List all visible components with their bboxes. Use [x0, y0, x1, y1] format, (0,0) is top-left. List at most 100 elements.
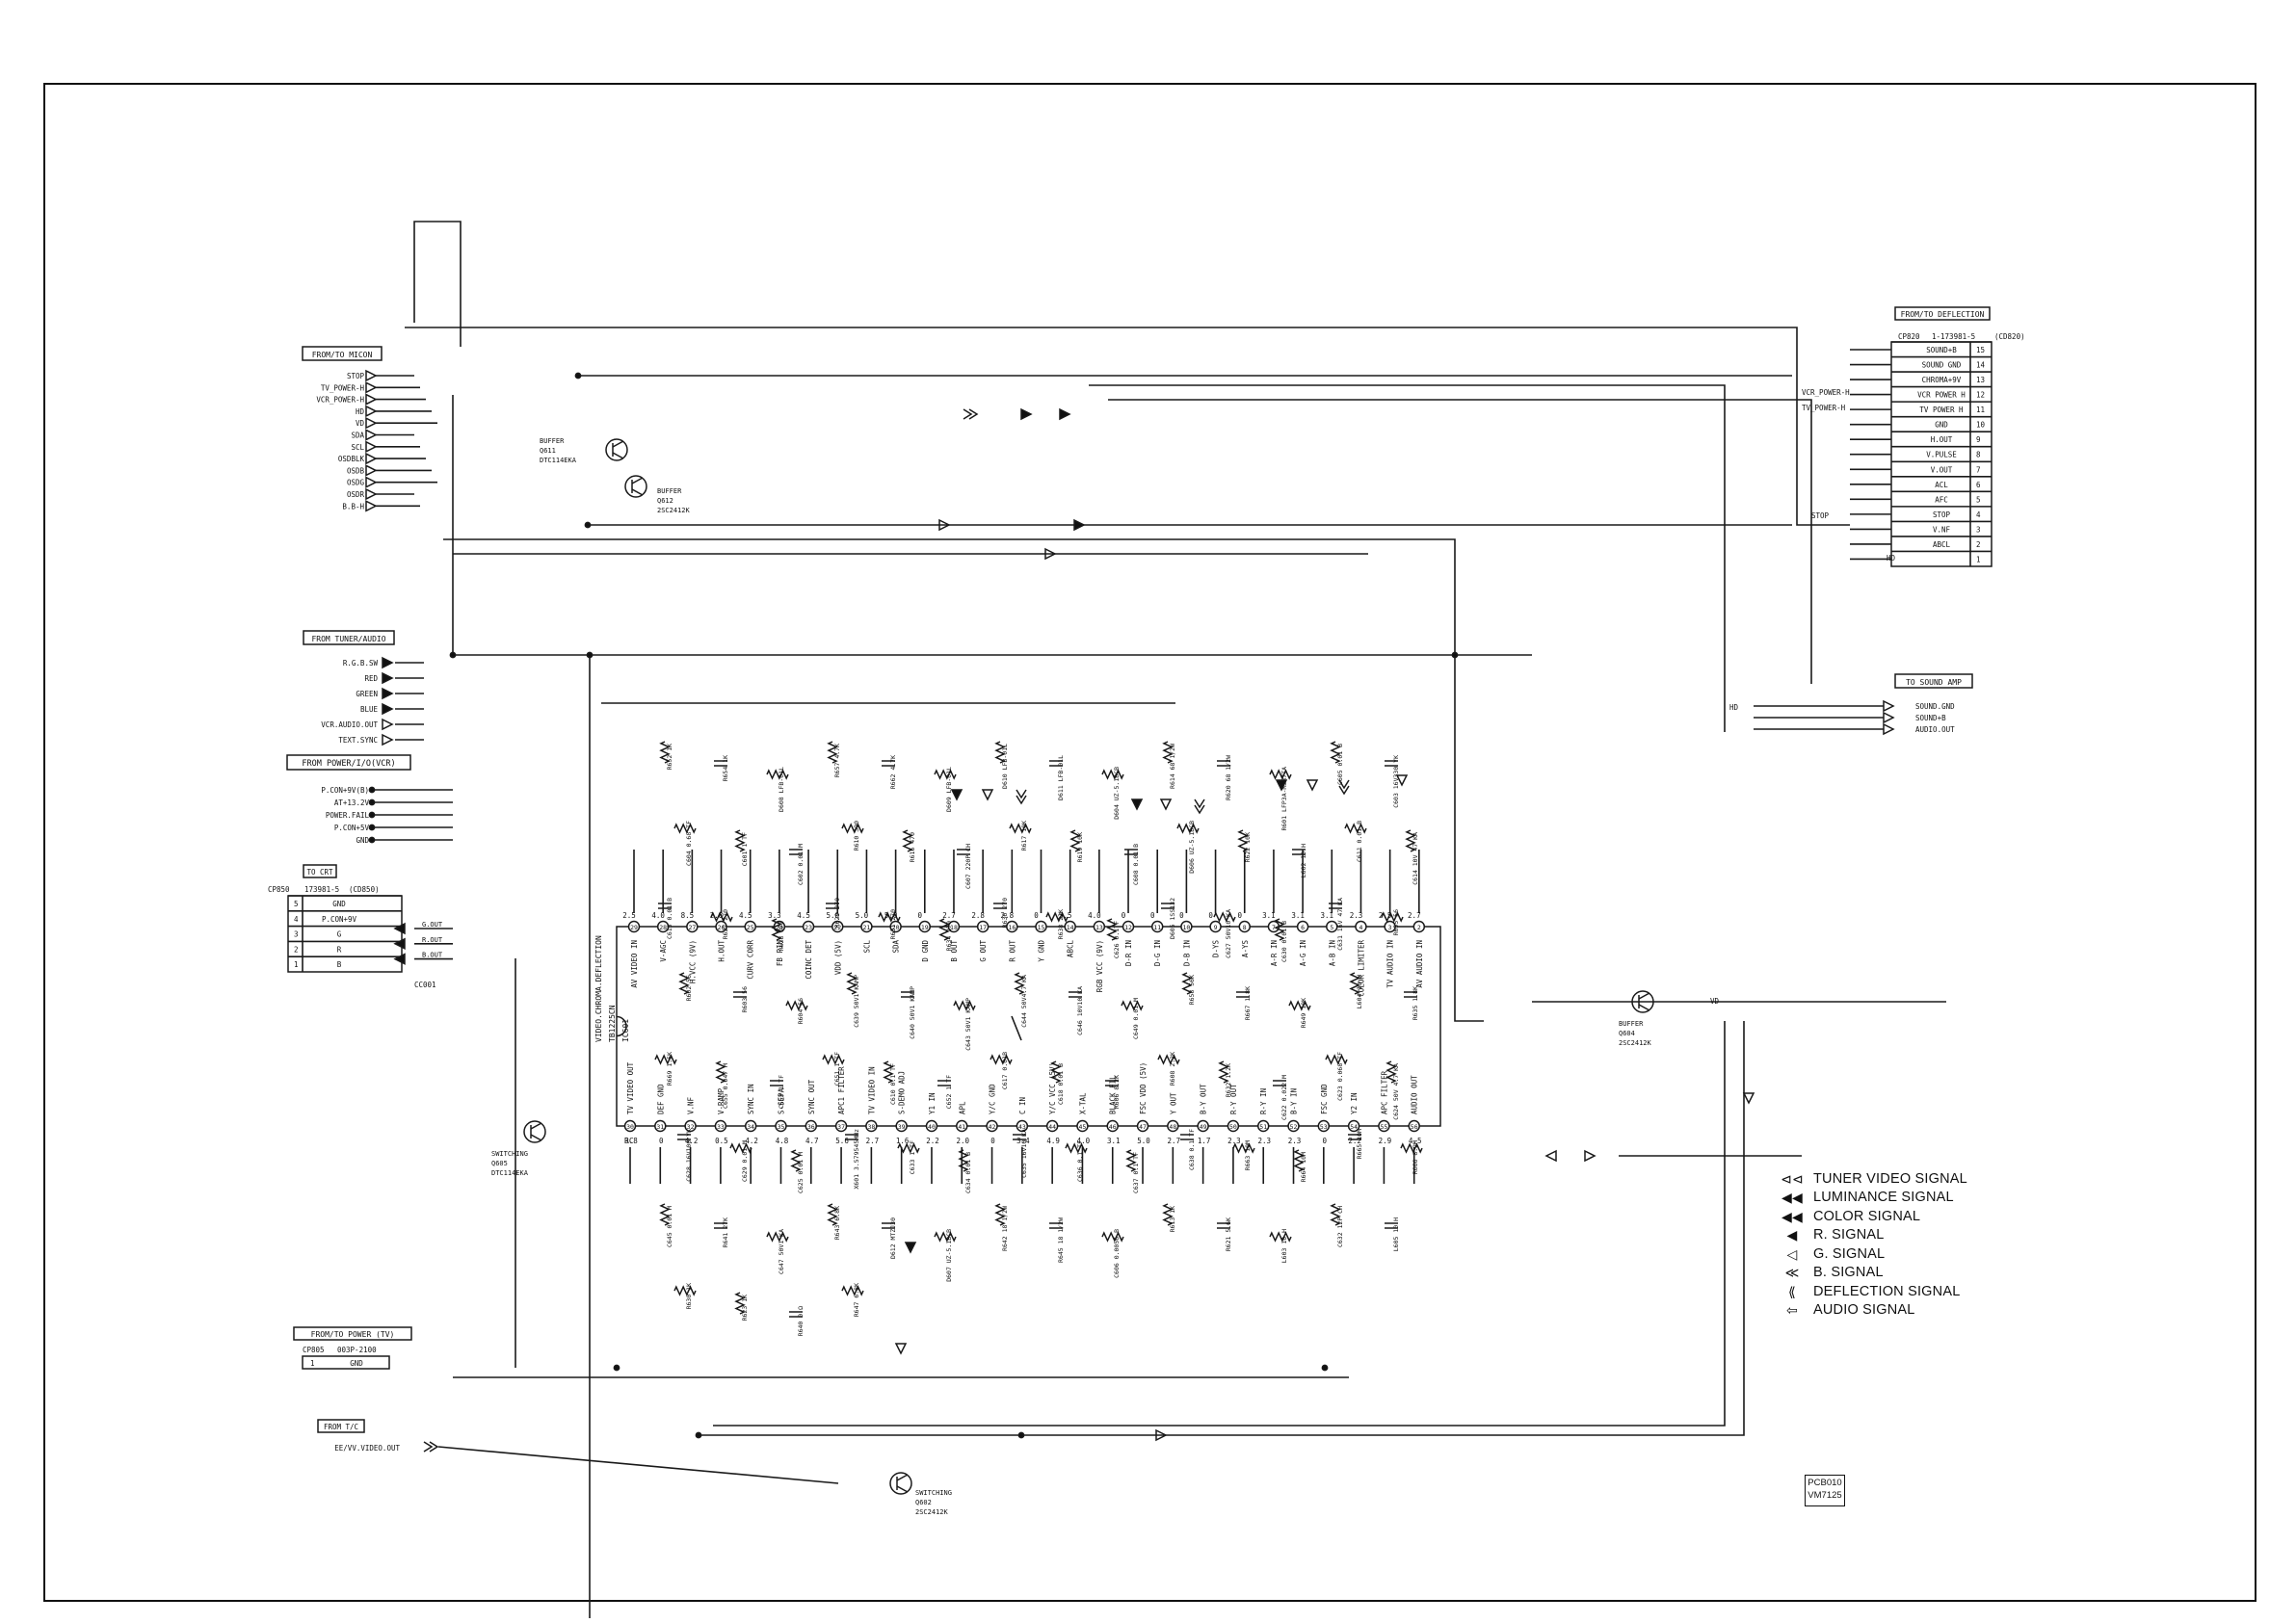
ic-pin-name: S-SEPA	[777, 1087, 785, 1114]
ic-pin-number: 31	[656, 1123, 664, 1131]
transistor-part: 2SC2412K	[657, 507, 691, 514]
ic-pin-voltage: 2.3	[1257, 1137, 1271, 1145]
ic-pin-number: 37	[837, 1123, 845, 1131]
resistor	[938, 918, 950, 941]
capacitor	[770, 1080, 783, 1086]
component-label: R632 1.2K	[1225, 1063, 1232, 1097]
deflection-side-label: STOP	[1811, 511, 1830, 520]
ic-pin	[831, 920, 844, 933]
transistor-part: DTC114EKA	[491, 1169, 529, 1177]
ic-pin-number: 54	[1350, 1123, 1358, 1131]
component-label: R666 8.2M	[1412, 1140, 1419, 1174]
ic-pin	[775, 1119, 787, 1133]
deflection-arrow-icon: ⟪	[1788, 1283, 1796, 1299]
ic-pin-number: 30	[626, 1123, 634, 1131]
ic-pin-voltage: 4.7	[805, 1137, 819, 1145]
junction-dot	[449, 651, 457, 659]
ic-pin-name: APC1 FILTER	[837, 1066, 846, 1114]
ic-pin-name: BLACK FIL	[1109, 1075, 1118, 1114]
ic-pin-voltage: 2.7	[942, 911, 956, 920]
tc-title: FROM T/C	[324, 1423, 358, 1431]
arrow-head	[393, 937, 406, 951]
ic-pin-number: 40	[928, 1123, 936, 1131]
arrow-head	[382, 656, 394, 669]
ic-pin-number: 49	[1200, 1123, 1207, 1131]
crt-pin-name: B	[337, 960, 342, 969]
transistor-body	[1631, 990, 1654, 1013]
ic-pin-name: DEF GND	[656, 1084, 665, 1114]
deflection-pin-name: V.PULSE	[1926, 451, 1957, 459]
pin-arrow-icon	[365, 487, 378, 501]
component-label: L603 10 H	[1280, 1229, 1288, 1263]
resistor	[715, 1060, 726, 1084]
ic-pin-name: SYNC OUT	[807, 1079, 816, 1114]
resistor	[1274, 918, 1285, 941]
ic-pin-number: 55	[1380, 1123, 1387, 1131]
component-label: R669 1.5K	[666, 1052, 673, 1086]
ic-pin-voltage: 2.7	[866, 1137, 880, 1145]
arrow-head	[1883, 711, 1895, 724]
ic-pin-number: 50	[1229, 1123, 1237, 1131]
ic-pin-voltage: 2.8	[1001, 911, 1015, 920]
deflection-side-label: VCR_POWER-H	[1802, 388, 1850, 397]
resistor	[878, 911, 901, 923]
power-tv-part-number: 003P-2100	[337, 1346, 377, 1354]
legend-label: G. SIGNAL	[1813, 1245, 1886, 1262]
resistor	[1232, 1142, 1255, 1154]
color-arrow-icon	[1073, 518, 1086, 532]
resistor	[771, 918, 782, 941]
ic-pin-voltage: 0	[1150, 911, 1155, 920]
transistor-emitter	[612, 452, 624, 459]
component-label: C610 0.1 TF	[889, 1063, 897, 1105]
arrow-head	[1883, 722, 1895, 736]
junction-dot	[584, 521, 592, 529]
crt-cc-label: CC001	[414, 981, 436, 989]
board-number: PCB010	[1808, 1478, 1842, 1488]
resistor	[1269, 769, 1292, 780]
ic-pin-voltage: 3.1	[1262, 911, 1276, 920]
ic-pin-name: A-R IN	[1270, 940, 1279, 966]
component-label: R654 1K	[722, 755, 729, 781]
ic-pin-name: D GND	[921, 940, 930, 962]
luminance-arrow-icon	[1020, 407, 1033, 421]
ic-notch	[616, 1015, 627, 1037]
ic-pin-number: 53	[1320, 1123, 1328, 1131]
component-label: R602 56	[685, 975, 693, 1001]
ic-pin-number: 19	[921, 924, 929, 931]
luminance-arrow-icon	[904, 1242, 917, 1254]
misc	[1011, 1015, 1022, 1041]
resistor	[1069, 829, 1081, 852]
ic-pin-voltage: 2.2	[926, 1137, 939, 1145]
power-io-pin-label: AT+13.2V	[334, 798, 370, 807]
ic-pin	[1122, 920, 1135, 933]
crt-table	[287, 895, 403, 973]
capacitor	[677, 1134, 691, 1140]
resistor	[990, 1054, 1013, 1065]
ic-pin-number: 2	[1417, 924, 1421, 931]
deflection-part-number: 1-173981-5	[1932, 332, 1975, 341]
arrow-head	[365, 464, 378, 477]
ic-pin	[865, 1119, 878, 1133]
g-signal-arrow-icon: ◁	[1786, 1245, 1798, 1262]
color-arrow-icon	[950, 789, 963, 801]
micon-pin-label: TV_POWER-H	[321, 383, 365, 392]
capacitor	[1105, 1080, 1119, 1086]
ic-pin-name: Y/C VCC (5V)	[1048, 1062, 1057, 1114]
ic-pin-name: V-RAMP	[717, 1087, 726, 1114]
board-stamp: PCB010 VM7125	[1805, 1475, 1845, 1506]
ic-pin-name: H.VCC (9V)	[688, 940, 697, 983]
arrow-head	[1044, 547, 1057, 561]
transistor-ref: Q612	[657, 497, 673, 505]
arrow-head	[1073, 518, 1086, 532]
ic-pin-number: 44	[1048, 1123, 1056, 1131]
deflection-pin-name: V.OUT	[1931, 465, 1953, 474]
arrow-head	[1020, 407, 1033, 421]
capacitor	[993, 903, 1007, 909]
wiring	[288, 221, 1992, 1618]
legend-row: ⟪DEFLECTION SIGNAL	[1781, 1282, 2070, 1301]
ic-pin-voltage: 4.8	[776, 1137, 789, 1145]
ic-pin-name: D-B IN	[1182, 940, 1191, 966]
resistor	[1101, 1231, 1124, 1243]
component-label: D611 LFB-01L	[1057, 755, 1065, 800]
b-signal-arrow-icon	[1338, 779, 1350, 796]
